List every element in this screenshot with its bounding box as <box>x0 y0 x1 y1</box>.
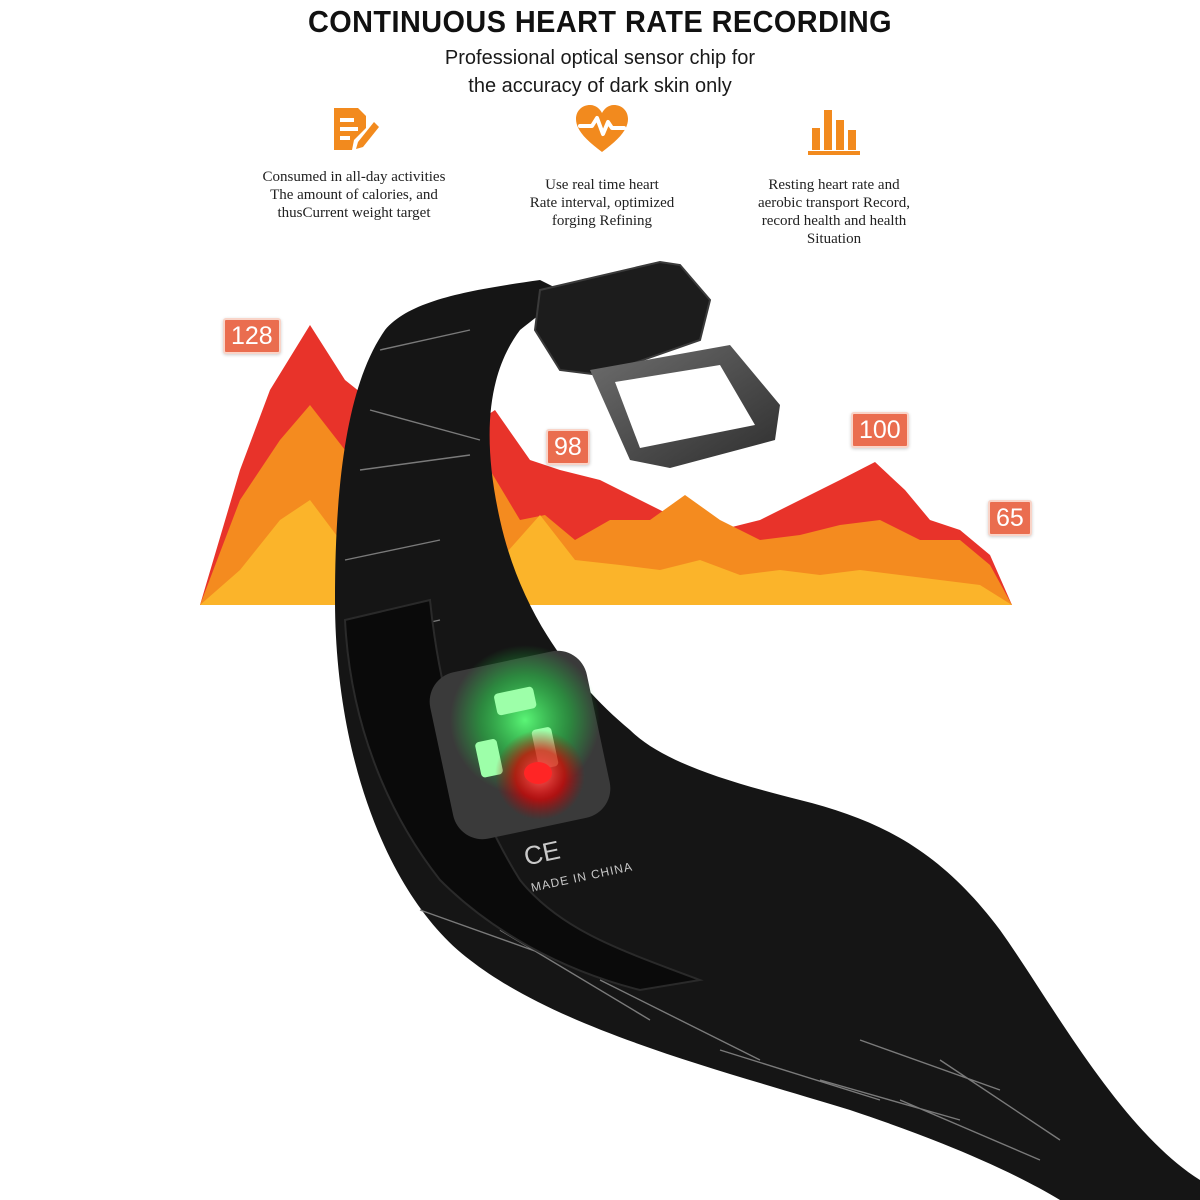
feature-resting-rate: Resting heart rate and aerobic transport… <box>724 100 944 248</box>
feature-resting-rate-text: Resting heart rate and aerobic transport… <box>724 176 944 248</box>
feature-line: aerobic transport Record, <box>757 195 911 211</box>
heart-rate-tag: 128 <box>223 318 281 354</box>
feature-line: forging Refining <box>551 213 653 229</box>
red-led <box>524 762 552 784</box>
heart-pulse-icon <box>576 105 628 152</box>
subtitle-line-1: Professional optical sensor chip for <box>444 47 756 69</box>
feature-line: Resting heart rate and <box>768 177 900 193</box>
feature-calories: Consumed in all-day activities The amoun… <box>244 100 464 222</box>
feature-line: Use real time heart <box>545 177 659 193</box>
subtitle: Professional optical sensor chip for the… <box>300 44 900 100</box>
buckle-loop <box>533 260 712 377</box>
subtitle-line-2: the accuracy of dark skin only <box>468 75 732 97</box>
document-edit-icon <box>334 108 379 150</box>
band-body <box>335 280 1200 1200</box>
band-buckle <box>533 260 780 468</box>
feature-line: thusCurrent weight target <box>277 205 431 221</box>
feature-heart-rate: Use real time heart Rate interval, optim… <box>492 100 712 230</box>
feature-calories-text: Consumed in all-day activities The amoun… <box>244 168 464 222</box>
optical-sensor <box>429 645 611 840</box>
buckle-frame <box>590 345 780 468</box>
fitness-band <box>335 260 1200 1200</box>
feature-line: Consumed in all-day activities <box>262 169 446 185</box>
heart-rate-tag: 100 <box>851 412 909 448</box>
feature-line: Rate interval, optimized <box>529 195 675 211</box>
heart-rate-tag: 98 <box>546 429 590 465</box>
green-led <box>494 686 537 716</box>
heart-rate-tag: 65 <box>988 500 1032 536</box>
feature-line: The amount of calories, and <box>270 187 438 203</box>
feature-line: Situation <box>806 231 862 247</box>
feature-heart-rate-text: Use real time heart Rate interval, optim… <box>492 176 712 230</box>
bar-chart-icon <box>808 110 860 155</box>
feature-line: record health and health <box>761 213 907 229</box>
page-title: CONTINUOUS HEART RATE RECORDING <box>307 4 893 39</box>
